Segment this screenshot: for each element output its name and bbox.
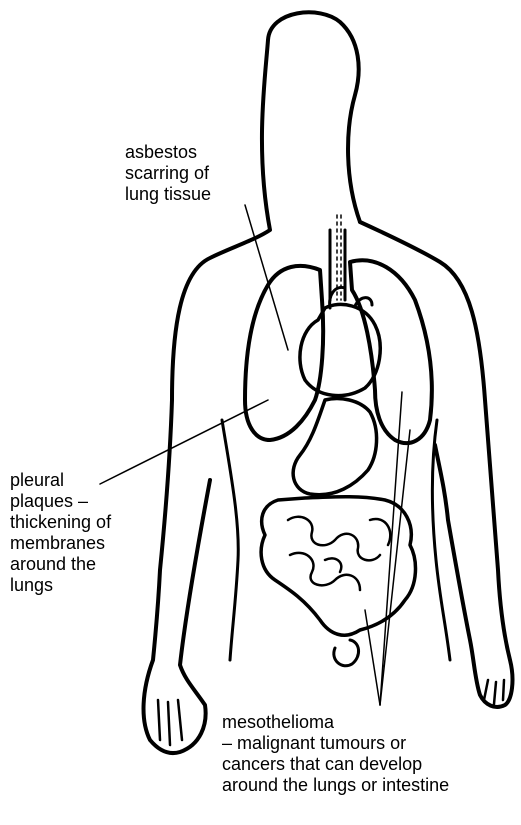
body-outline xyxy=(144,12,360,753)
right-lung xyxy=(350,260,432,443)
intestines xyxy=(261,497,415,635)
label-line: – malignant tumours or xyxy=(222,733,449,754)
pleural-pointer xyxy=(100,400,268,484)
label-pleural-plaques: pleural plaques – thickening of membrane… xyxy=(10,470,111,596)
label-line: around the xyxy=(10,554,111,575)
left-hand-fingers xyxy=(158,700,182,745)
left-arm-inner-line xyxy=(222,420,238,660)
label-line: lung tissue xyxy=(125,184,211,205)
right-hand-fingers xyxy=(484,680,504,704)
label-line: cancers that can develop xyxy=(222,754,449,775)
meso-pointer-intestine-1 xyxy=(380,430,410,705)
label-mesothelioma: mesothelioma – malignant tumours or canc… xyxy=(222,712,449,796)
label-line: thickening of xyxy=(10,512,111,533)
label-line: pleural xyxy=(10,470,111,491)
appendix-loop xyxy=(334,640,359,666)
body-outline-right xyxy=(360,222,512,707)
label-line: plaques – xyxy=(10,491,111,512)
label-line: scarring of xyxy=(125,163,211,184)
label-line: asbestos xyxy=(125,142,211,163)
heart xyxy=(300,304,380,395)
right-arm-inner-line xyxy=(432,420,450,660)
label-asbestos-scarring: asbestos scarring of lung tissue xyxy=(125,142,211,205)
label-line: membranes xyxy=(10,533,111,554)
label-line: lungs xyxy=(10,575,111,596)
intestine-loops xyxy=(288,517,390,590)
left-lung xyxy=(245,266,323,440)
label-line: around the lungs or intestine xyxy=(222,775,449,796)
label-line: mesothelioma xyxy=(222,712,449,733)
